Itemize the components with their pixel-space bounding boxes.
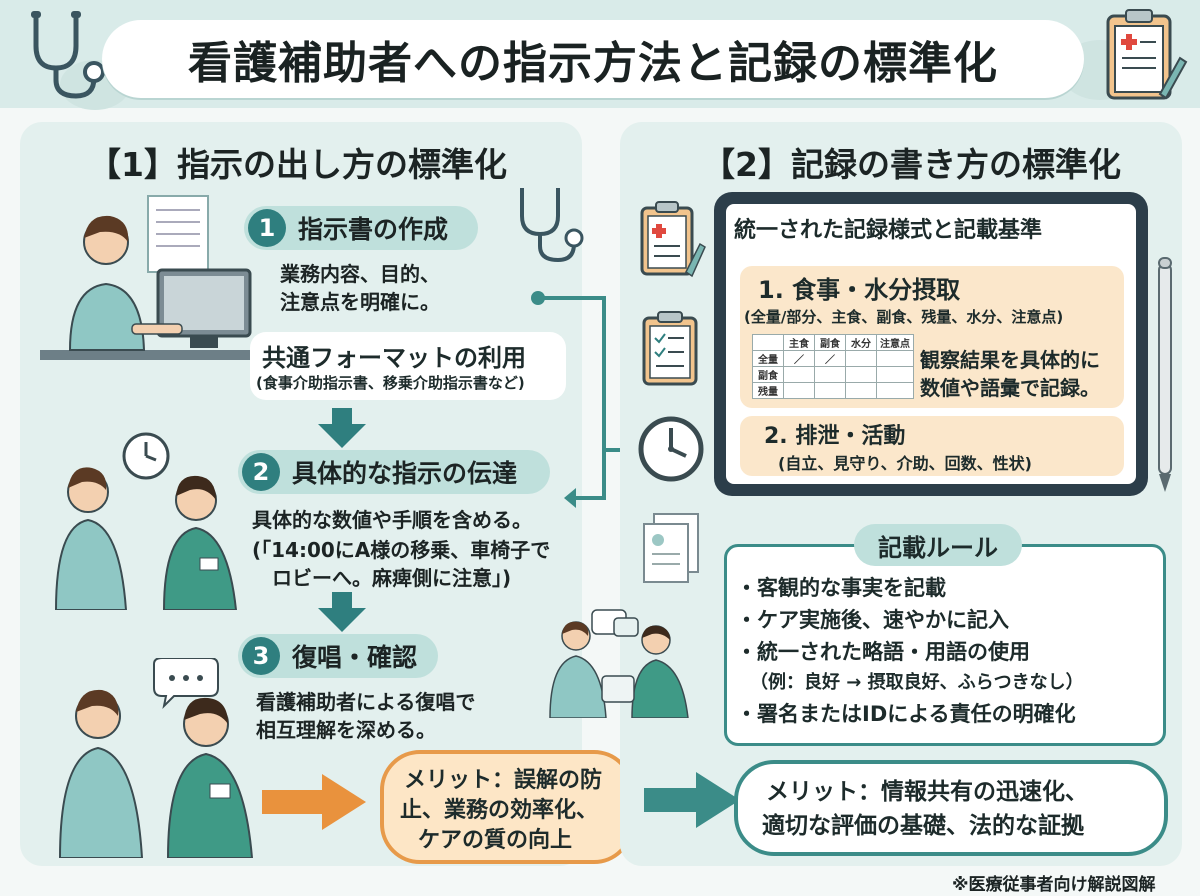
merit-records-line2: 適切な評価の基礎、法的な証拠: [762, 813, 1084, 839]
step1-pill: 1 指示書の作成: [244, 206, 478, 250]
step2-pill: 2 具体的な指示の伝達: [238, 450, 550, 494]
observation-line2: 数値や語彙で記録。: [920, 376, 1100, 400]
rules-title-pill: 記載ルール: [854, 524, 1022, 566]
table-header-row: 主食 副食 水分 注意点: [752, 334, 914, 351]
clock-icon: [638, 416, 704, 482]
table-cell: ／: [783, 350, 815, 367]
footer-note: ※医療従事者向け解説図解: [952, 875, 1156, 895]
table-cell: [814, 382, 846, 399]
excretion-activity-note: (自立、見守り、介助、回数、性状): [778, 454, 1032, 473]
down-arrow-icon: [318, 408, 366, 448]
table-cell: [845, 366, 877, 383]
observation-line1: 観察結果を具体的に: [920, 348, 1100, 372]
excretion-activity-title: 2. 排泄・活動: [764, 424, 906, 449]
common-format-title: 共通フォーマットの利用: [262, 344, 526, 372]
step2-example-line1: (「14:00にA様の移乗、車椅子で: [252, 538, 551, 562]
stethoscope-icon: [520, 188, 584, 263]
medical-clipboard-icon: [640, 201, 706, 278]
step2-number: 2: [242, 453, 280, 491]
common-format-note: (食事介助指示書、移乗介助指示書など): [256, 374, 525, 392]
table-header-cell: 主食: [783, 334, 815, 351]
rule-item: ・署名またはIDによる責任の明確化: [736, 702, 1076, 726]
table-header-cell: 注意点: [876, 334, 914, 351]
two-nurses-talking-illustration: [54, 432, 238, 610]
nurse-computer-illustration: [40, 195, 260, 360]
table-header-cell: [752, 334, 784, 351]
merit-instructions-line1: メリット：誤解の防: [404, 768, 603, 793]
table-row-label: 残量: [752, 382, 784, 399]
stylus-pen-icon: [1158, 257, 1172, 492]
table-cell: [845, 350, 877, 367]
step1-desc-line1: 業務内容、目的、: [280, 262, 440, 286]
table-cell: [814, 366, 846, 383]
section1-title: 【1】指示の出し方の標準化: [88, 145, 507, 184]
merit-instructions-line2: 止、業務の効率化、: [400, 798, 599, 823]
step1-label: 指示書の作成: [298, 215, 449, 244]
nurses-confirming-illustration: [58, 658, 254, 858]
step2-desc: 具体的な数値や手順を含める。: [252, 508, 532, 532]
page-title-pill: 看護補助者への指示方法と記録の標準化: [102, 20, 1084, 98]
clipboard-icon: [1106, 9, 1188, 100]
merit-records-box: [734, 760, 1168, 856]
table-cell: ／: [814, 350, 846, 367]
rule-item-example: （例：良好 → 摂取良好、ふらつきなし）: [750, 672, 1084, 693]
recording-rules-box: [724, 544, 1166, 746]
step3-number: 3: [242, 637, 280, 675]
step2-label: 具体的な指示の伝達: [292, 459, 518, 488]
step3-pill: 3 復唱・確認: [238, 634, 438, 678]
table-header-cell: 副食: [814, 334, 846, 351]
step1-desc-line2: 注意点を明確に。: [280, 290, 440, 314]
right-arrow-orange-icon: [262, 774, 366, 830]
step3-desc-line2: 相互理解を深める。: [256, 718, 436, 742]
step2-example-line2: ロビーへ。麻痺側に注意」): [272, 566, 512, 590]
excretion-activity-card: [740, 416, 1124, 476]
step1-number: 1: [248, 209, 286, 247]
stethoscope-icon: [31, 11, 105, 99]
table-cell: [783, 366, 815, 383]
right-arrow-teal-icon: [644, 772, 740, 828]
table-row-label: 全量: [752, 350, 784, 367]
rules-title: 記載ルール: [878, 533, 998, 562]
meal-intake-title: 1. 食事・水分摂取: [758, 276, 961, 304]
table-cell: [876, 366, 914, 383]
table-row: 残量: [752, 382, 914, 399]
caregivers-assisting-illustration: [549, 609, 689, 718]
documents-icon: [643, 513, 699, 583]
table-cell: [876, 382, 914, 399]
record-format-title: 統一された記録様式と記載基準: [734, 218, 1043, 243]
merit-records-line1: メリット：情報共有の迅速化、: [766, 779, 1088, 805]
table-header-cell: 水分: [845, 334, 877, 351]
checklist-clipboard-icon: [642, 311, 698, 386]
meal-intake-note: (全量/部分、主食、副食、残量、水分、注意点): [744, 308, 1064, 326]
table-row: 副食: [752, 366, 914, 383]
rule-item: ・統一された略語・用語の使用: [736, 640, 1030, 664]
down-arrow-icon: [318, 592, 366, 632]
table-cell: [783, 382, 815, 399]
table-cell: [845, 382, 877, 399]
common-format-box: [250, 332, 566, 400]
rule-item: ・ケア実施後、速やかに記入: [736, 608, 1009, 632]
section2-title: 【2】記録の書き方の標準化: [702, 145, 1121, 184]
merit-instructions-box: [380, 750, 634, 864]
merit-instructions-line3: ケアの質の向上: [418, 828, 573, 853]
table-cell: [876, 350, 914, 367]
meal-record-table: 主食 副食 水分 注意点 全量 ／ ／ 副食 残量: [752, 334, 914, 399]
table-row: 全量 ／ ／: [752, 350, 914, 367]
page-title: 看護補助者への指示方法と記録の標準化: [188, 38, 998, 89]
step3-desc-line1: 看護補助者による復唱で: [256, 690, 476, 714]
rule-item: ・客観的な事実を記載: [736, 576, 946, 600]
step3-label: 復唱・確認: [292, 643, 418, 672]
table-row-label: 副食: [752, 366, 784, 383]
